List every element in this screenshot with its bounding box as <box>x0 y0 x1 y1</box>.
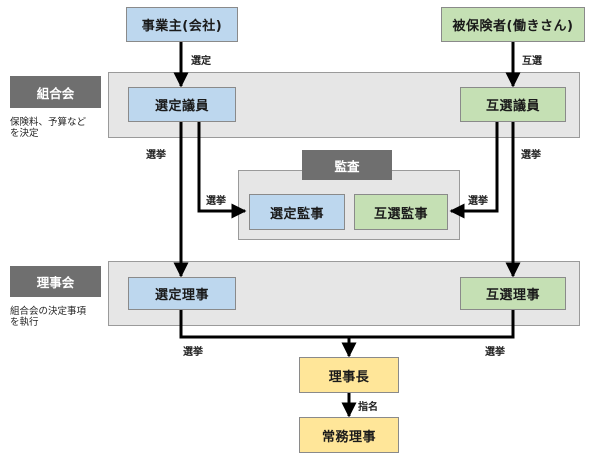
insured-node: 被保険者(働きさん) <box>441 7 585 42</box>
board-note-line2: を執行 <box>10 317 39 328</box>
edge-member-to-auditor-left <box>197 122 247 219</box>
label-election-left-chief: 選挙 <box>183 347 203 358</box>
label-election-right-chief: 選挙 <box>485 347 505 358</box>
assembly-note-line1: 保険料、予算など <box>10 117 87 128</box>
assembly-note-line2: を決定 <box>10 128 39 139</box>
label-election-right-audit: 選挙 <box>468 196 488 207</box>
assembly-tag: 組合会 <box>10 76 101 108</box>
audit-tag: 監査 <box>302 150 392 180</box>
label-mutual-election: 互選 <box>522 56 542 67</box>
board-note: 組合会の決定事項 を執行 <box>10 306 86 328</box>
label-appointment: 指名 <box>358 402 378 413</box>
label-election-right-member: 選挙 <box>521 150 541 161</box>
label-election-left-audit: 選挙 <box>206 196 226 207</box>
label-selection: 選定 <box>191 56 211 67</box>
elected-member-node: 互選議員 <box>460 87 566 122</box>
managing-director-node: 常務理事 <box>299 417 399 453</box>
label-election-left-member: 選挙 <box>146 150 166 161</box>
elected-auditor-node: 互選監事 <box>354 194 448 230</box>
assembly-note: 保険料、予算など を決定 <box>10 117 86 139</box>
selected-director-node: 選定理事 <box>128 277 236 310</box>
selected-auditor-node: 選定監事 <box>249 194 345 230</box>
elected-director-node: 互選理事 <box>460 277 566 310</box>
board-note-line1: 組合会の決定事項 <box>10 306 87 317</box>
chief-director-node: 理事長 <box>299 357 399 393</box>
employer-node: 事業主(会社) <box>126 7 238 42</box>
edge-member-to-auditor-right <box>449 122 499 219</box>
selected-member-node: 選定議員 <box>128 87 236 122</box>
board-tag: 理事会 <box>10 266 101 297</box>
edge-directors-merge <box>179 310 515 339</box>
